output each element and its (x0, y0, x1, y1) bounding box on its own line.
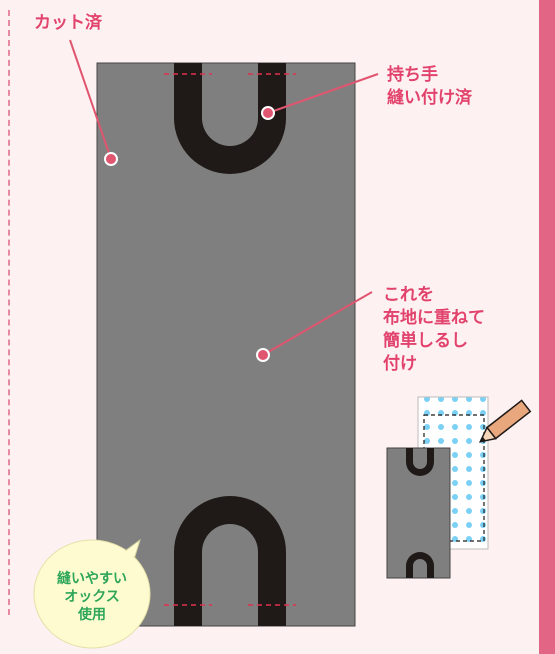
mini-bottom-handle (406, 552, 434, 578)
stitch-marks (164, 73, 296, 606)
top-handle (174, 63, 286, 174)
label-handle-sewn: 持ち手 縫い付け済 (387, 64, 472, 110)
pencil-icon (478, 399, 532, 443)
label-cut-done: カット済 (34, 13, 102, 33)
label-handle-line1: 持ち手 (387, 65, 438, 85)
label-overlay-line3: 簡単しるし (383, 331, 468, 351)
bubble-line3: 使用 (78, 607, 106, 623)
bubble-line1: 縫いやすい (57, 571, 127, 587)
leader-overlay (262, 291, 373, 356)
label-overlay-line1: これを (383, 285, 434, 305)
speech-bubble (33, 538, 151, 649)
right-accent-bar (539, 0, 555, 654)
leader-cut (69, 39, 112, 160)
bubble-line2: オックス (64, 589, 120, 605)
bubble-text: 縫いやすい オックス 使用 (46, 570, 138, 624)
label-overlay-instructions: これを 布地に重ねて 簡単しるし 付け (383, 284, 485, 376)
label-overlay-line2: 布地に重ねて (383, 308, 485, 328)
bottom-handle (174, 496, 286, 626)
margin-dashed-line (8, 10, 10, 615)
pointer-dot-cut (104, 152, 118, 166)
pointer-dot-handle (261, 106, 275, 120)
label-handle-line2: 縫い付け済 (387, 88, 472, 108)
mini-top-handle (406, 448, 434, 476)
pointer-dot-overlay (256, 348, 270, 362)
label-overlay-line4: 付け (383, 354, 417, 374)
leader-handle (267, 73, 379, 114)
